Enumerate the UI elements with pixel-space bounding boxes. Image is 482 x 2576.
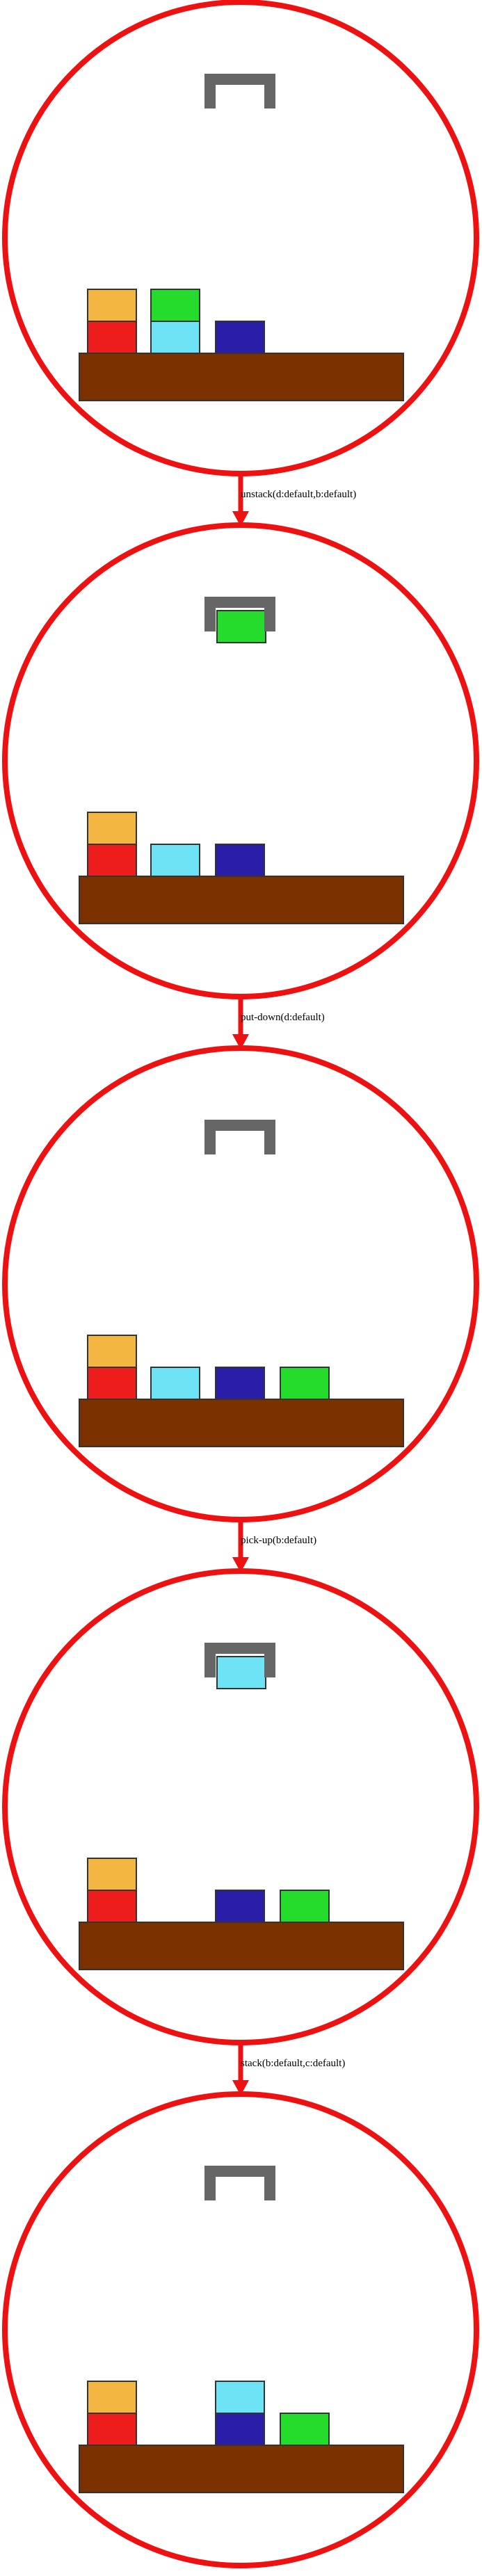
action-label: pick-up(b:default) [241,1535,316,1546]
state-ring [2,1045,479,1522]
transition-4: stack(b:default,c:default) [232,2043,345,2095]
held-block-d [216,610,266,643]
transition-arrowhead [232,1557,249,1572]
block-d [280,1367,330,1400]
block-d [150,289,200,322]
state-ring [2,522,479,999]
state-ring [2,0,479,476]
block-b [150,321,200,354]
table [79,1922,404,1970]
table [79,1399,404,1447]
transition-arrowhead [232,1034,249,1049]
transition-3: pick-up(b:default) [232,1520,316,1572]
block-b [215,2381,265,2414]
block-a [87,321,137,354]
transition-arrowhead [232,511,249,526]
transitions-layer: unstack(d:default,b:default) put-down(d:d… [232,474,356,2095]
block-c [215,1367,265,1400]
held-block-b [216,1656,266,1689]
block-e [87,812,137,845]
table [79,876,404,924]
state-node-4 [2,1568,479,2045]
state-ring [2,1568,479,2045]
block-e [87,1858,137,1891]
table [79,2445,404,2493]
action-label: unstack(d:default,b:default) [241,489,356,500]
block-c [215,2413,265,2446]
block-c [215,844,265,877]
state-node-5 [2,2091,479,2568]
block-a [87,1890,137,1923]
block-e [87,2381,137,2414]
block-b [150,1367,200,1400]
gripper-arm [204,2166,275,2200]
transition-arrowhead [232,2080,249,2095]
block-e [87,289,137,322]
table [79,353,404,401]
state-node-2 [2,522,479,999]
block-e [87,1335,137,1368]
block-b [150,844,200,877]
gripper-arm [204,74,275,108]
block-a [87,2413,137,2446]
action-label: stack(b:default,c:default) [241,2058,345,2069]
block-c [215,321,265,354]
gripper-arm [204,1120,275,1154]
gripper-arm [204,1643,275,1677]
block-d [280,2413,330,2446]
state-node-1 [2,0,479,476]
block-a [87,1367,137,1400]
transition-1: unstack(d:default,b:default) [232,474,356,526]
transition-2: put-down(d:default) [232,997,325,1049]
block-a [87,844,137,877]
gripper-arm [204,597,275,631]
action-label: put-down(d:default) [241,1012,325,1023]
block-c [215,1890,265,1923]
state-ring [2,2091,479,2568]
state-node-3 [2,1045,479,1522]
block-d [280,1890,330,1923]
